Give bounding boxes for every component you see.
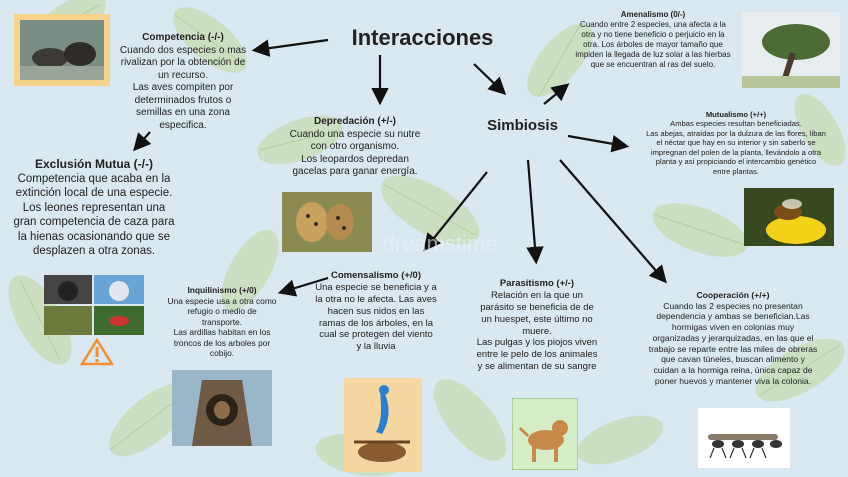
amenalismo-block: Amenalismo (0/-) Cuando entre 2 especies… <box>562 10 744 70</box>
competencia-title: Competencia (-/-) <box>108 32 258 45</box>
watermark: dreamstime <box>365 230 515 258</box>
cooperacion-text: Cuando las 2 especies no presentan depen… <box>638 301 828 387</box>
exclusion-title: Exclusión Mutua (-/-) <box>2 157 186 172</box>
amenalismo-text: Cuando entre 2 especies, una afecta a la… <box>562 20 744 70</box>
mutualismo-block: Mutualismo (+/+) Ambas especies resultan… <box>626 110 846 176</box>
inquilinismo-block: Inquilinismo (+/0) Una especie usa a otr… <box>160 285 284 359</box>
squirrel-photo <box>172 370 272 446</box>
arrow-to-mutualismo <box>568 136 625 146</box>
competencia-text: Cuando dos especies o mas rivalizan por … <box>108 45 258 133</box>
comensalismo-title: Comensalismo (+/0) <box>306 270 446 282</box>
parasitismo-block: Parasitismo (+/-) Relación en la que un … <box>466 278 608 373</box>
amenalismo-title: Amenalismo (0/-) <box>562 10 744 20</box>
simbiosis-title: Simbiosis <box>480 117 565 136</box>
exclusion-block: Exclusión Mutua (-/-) Competencia que ac… <box>2 157 186 258</box>
parasitismo-title: Parasitismo (+/-) <box>466 278 608 290</box>
mutualismo-title: Mutualismo (+/+) <box>626 110 846 119</box>
exclusion-text: Competencia que acaba en la extinción lo… <box>2 172 186 258</box>
competencia-block: Competencia (-/-) Cuando dos especies o … <box>108 32 258 132</box>
arrow-to-amenalismo <box>544 86 566 104</box>
bird-nest-illustration <box>344 378 422 472</box>
arrow-to-simbiosis <box>474 64 503 92</box>
main-title: Interacciones <box>335 24 510 52</box>
warning-icon <box>80 338 114 366</box>
ant-illustration <box>698 408 790 468</box>
arrow-to-exclusion <box>136 132 150 148</box>
comensalismo-text: Una especie se beneficia y a la otra no … <box>306 282 446 353</box>
cooperacion-block: Cooperación (+/+) Cuando las 2 especies … <box>638 290 828 387</box>
inquilinismo-title: Inquilinismo (+/0) <box>160 285 284 296</box>
arrow-to-parasitismo <box>528 160 536 260</box>
cooperacion-title: Cooperación (+/+) <box>638 290 828 301</box>
arrow-to-cooperacion <box>560 160 664 280</box>
depredacion-text: Cuando una especie su nutre con otro org… <box>280 129 430 179</box>
comensalismo-block: Comensalismo (+/0) Una especie se benefi… <box>306 270 446 353</box>
parasitismo-text: Relación en la que un parásito se benefi… <box>466 290 608 373</box>
exclusion-photo-grid <box>44 275 144 335</box>
tree-photo <box>742 12 840 88</box>
inquilinismo-text: Una especie usa a otra como refugio o me… <box>160 296 284 359</box>
arrow-to-competencia <box>256 40 328 50</box>
dog-illustration <box>512 398 578 470</box>
depredacion-block: Depredación (+/-) Cuando una especie su … <box>280 116 430 179</box>
mutualismo-text: Ambas especies resultan beneficiadas. La… <box>626 119 846 176</box>
depredacion-title: Depredación (+/-) <box>280 116 430 129</box>
leopard-photo <box>282 192 372 252</box>
competencia-photo <box>14 14 110 86</box>
bee-photo <box>744 188 834 246</box>
